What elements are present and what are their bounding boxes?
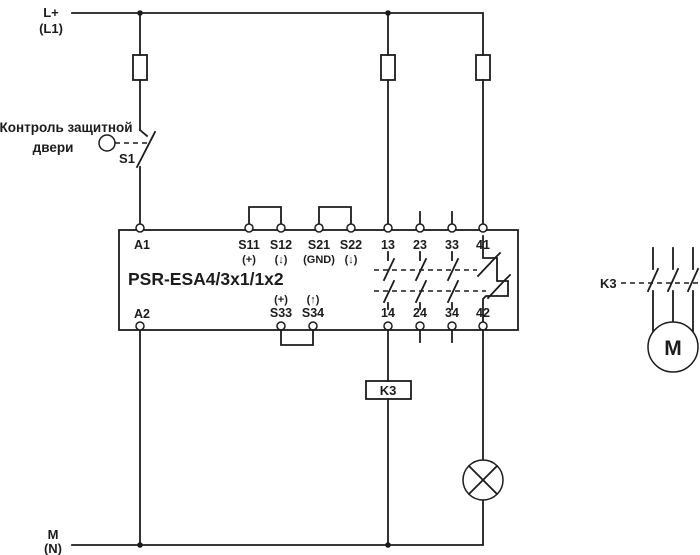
- terminal-label-33: 33: [445, 238, 459, 252]
- contactor-label: K3: [600, 276, 617, 291]
- switch-contact-tick: [138, 128, 149, 138]
- contactor-pole-3: [686, 247, 700, 333]
- junction-dot: [385, 542, 391, 548]
- contactor-k3: K3: [600, 247, 700, 333]
- no-contact-33-34: [446, 251, 460, 310]
- door-caption-line1: Контроль защитной: [0, 120, 133, 135]
- jumper-s11-s12: [248, 206, 282, 225]
- input-jumpers: [248, 206, 453, 225]
- door-roller-icon: [98, 134, 116, 152]
- terminal-label-24: 24: [413, 306, 427, 320]
- terminal-label-s11: S11: [238, 238, 260, 252]
- terminal-label-13: 13: [381, 238, 395, 252]
- terminal-circle-34: [447, 321, 457, 331]
- positive-rail-alt-label: (L1): [39, 21, 63, 36]
- negative-rail-label: M: [48, 527, 59, 542]
- terminal-circle-23: [415, 223, 425, 233]
- bottom-rail: [71, 329, 484, 546]
- door-switch-s1: Контроль защитной двери S1: [0, 120, 157, 225]
- junction-dot: [137, 542, 143, 548]
- coil-k3: K3: [365, 380, 412, 400]
- contactor-pole-1: [646, 247, 660, 333]
- terminal-circle-14: [383, 321, 393, 331]
- fuse-icon: [475, 54, 491, 81]
- terminal-sub-s34: (↑): [307, 294, 320, 306]
- door-caption-line2: двери: [33, 140, 74, 155]
- terminal-label-23: 23: [413, 238, 427, 252]
- lamp-cross: [467, 464, 499, 496]
- motor-icon: [647, 321, 699, 373]
- safety-relay-module: PSR-ESA4/3x1/1x2 A1 A2 S11 (+) S12 (↓) S…: [118, 223, 519, 331]
- nc-contact-41-42: [476, 235, 512, 323]
- terminal-label-a2: A2: [134, 307, 150, 321]
- device-name: PSR-ESA4/3x1/1x2: [128, 269, 284, 289]
- terminal-circles: [135, 223, 488, 331]
- junction-dot: [137, 10, 143, 16]
- terminal-sub-s22: (↓): [345, 254, 358, 266]
- terminal-circle-24: [415, 321, 425, 331]
- no-contact-23-24: [414, 251, 428, 310]
- fuse-icon: [132, 54, 148, 81]
- jumper-s21-s22: [318, 206, 352, 225]
- output-wiring: [280, 329, 484, 461]
- terminal-circle-s11: [244, 223, 254, 233]
- terminal-circle-s22: [346, 223, 356, 233]
- positive-rail-label: L+: [43, 5, 59, 20]
- terminal-sub-s33: (+): [274, 294, 288, 306]
- fuses: [132, 54, 491, 81]
- indicator-lamp: [462, 459, 504, 501]
- switch-blade: [135, 130, 157, 169]
- no-contact-13-14: [382, 251, 396, 310]
- terminal-circle-13: [383, 223, 393, 233]
- terminal-circle-a2: [135, 321, 145, 331]
- terminal-circle-s21: [314, 223, 324, 233]
- terminal-circle-s33: [276, 321, 286, 331]
- terminal-sub-s21: (GND): [303, 254, 335, 266]
- nc-contact-wiring: [482, 235, 509, 323]
- motor-label: M: [664, 337, 682, 360]
- terminal-label-s33: S33: [270, 306, 292, 320]
- nc-contact-blade-upper: [476, 251, 502, 278]
- terminal-sub-s12: (↓): [275, 254, 288, 266]
- terminal-label-s22: S22: [340, 238, 362, 252]
- terminal-circle-s34: [308, 321, 318, 331]
- terminal-circle-42: [478, 321, 488, 331]
- switch-s1-label: S1: [119, 151, 135, 166]
- terminal-label-s21: S21: [308, 238, 330, 252]
- coil-label: K3: [380, 383, 397, 398]
- junction-dot: [385, 10, 391, 16]
- terminal-circle-33: [447, 223, 457, 233]
- negative-rail-alt-label: (N): [44, 541, 62, 555]
- nc-contact-blade-lower: [486, 273, 512, 300]
- terminal-label-s12: S12: [270, 238, 292, 252]
- terminal-circle-41: [478, 223, 488, 233]
- coil-box: [365, 380, 412, 400]
- terminal-sub-s11: (+): [242, 254, 256, 266]
- terminal-label-a1: A1: [134, 238, 150, 252]
- terminal-label-14: 14: [381, 306, 395, 320]
- no-contacts: [382, 251, 460, 310]
- contactor-pole-2: [666, 247, 680, 323]
- terminal-label-34: 34: [445, 306, 459, 320]
- fuse-icon: [380, 54, 396, 81]
- terminal-circle-a1: [135, 223, 145, 233]
- terminal-label-s34: S34: [302, 306, 324, 320]
- motor: M: [647, 321, 699, 373]
- power-rails: L+ (L1) M (N): [39, 5, 484, 555]
- top-rail: [71, 12, 484, 225]
- jumper-s33-s34: [280, 329, 314, 346]
- terminal-circle-s12: [276, 223, 286, 233]
